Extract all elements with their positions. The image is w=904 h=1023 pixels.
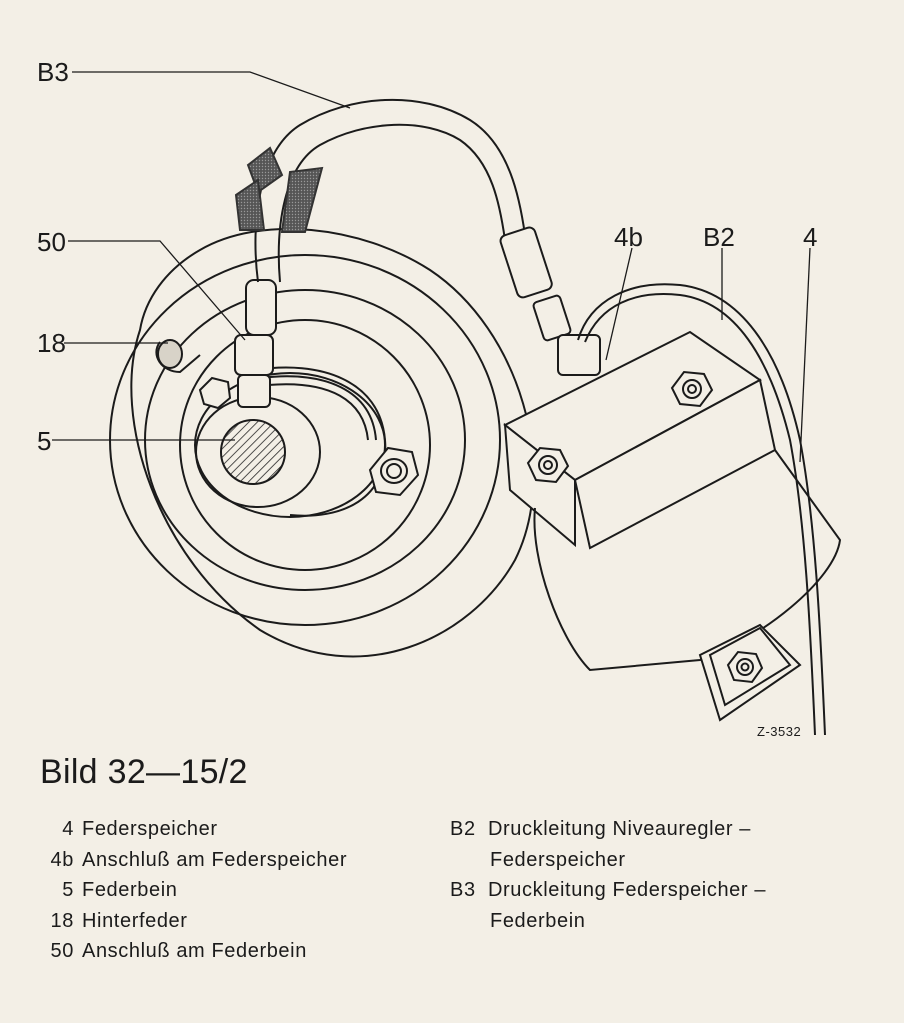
- spring-accumulator: [533, 449, 842, 672]
- leader-b3: [72, 71, 351, 109]
- accumulator-bolt: [526, 446, 570, 484]
- leader-4b: [605, 247, 633, 361]
- technical-drawing: [52, 71, 842, 736]
- drawing-reference-code: Z-3532: [757, 724, 802, 739]
- accumulator-bolt: [670, 370, 714, 408]
- strut-rod: [220, 419, 286, 485]
- callout-18: 18: [37, 328, 66, 358]
- legend-item-continuation: Federbein: [490, 909, 586, 932]
- leader-50: [68, 240, 246, 341]
- hose-ferrule: [499, 226, 553, 299]
- leader-4: [799, 247, 811, 463]
- line-b2: [577, 283, 826, 736]
- callout-4b: 4b: [614, 222, 643, 252]
- callout-b3: B3: [37, 57, 69, 87]
- callout-5: 5: [37, 426, 52, 456]
- callout-b2: B2: [703, 222, 735, 252]
- callout-50: 50: [37, 227, 66, 257]
- legend-item-continuation: Federspeicher: [490, 848, 626, 871]
- strut-fitting: [234, 334, 274, 376]
- figure-title: Bild 32—15/2: [40, 753, 248, 791]
- mount-nut: [368, 446, 420, 497]
- callout-4: 4: [803, 222, 818, 252]
